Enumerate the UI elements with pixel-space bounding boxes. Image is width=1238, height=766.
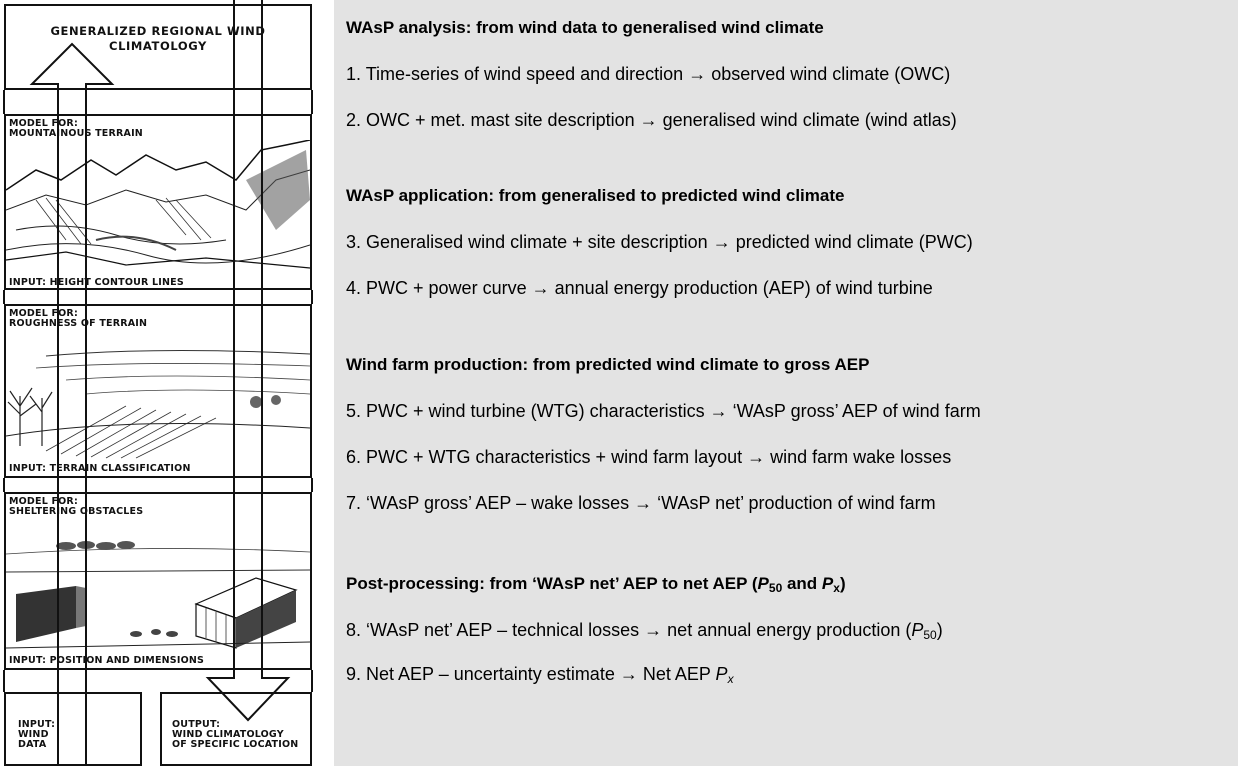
- section-heading-wind-farm: Wind farm production: from predicted win…: [346, 355, 870, 374]
- mountain-terrain-sketch: [6, 140, 310, 269]
- section-heading-post-processing: Post-processing: from ‘WAsP net’ AEP to …: [346, 574, 846, 595]
- obstacle-input-label: INPUT: POSITION AND DIMENSIONS: [9, 655, 205, 666]
- regional-climatology-title: GENERALIZED REGIONAL WIND CLIMATOLOGY: [50, 24, 266, 53]
- mountain-model-label: MODEL FOR: MOUNTAINOUS TERRAIN: [9, 118, 143, 139]
- mountain-input-label: INPUT: HEIGHT CONTOUR LINES: [9, 277, 184, 288]
- regional-climatology-box: [4, 4, 312, 90]
- roughness-model-label: MODEL FOR: ROUGHNESS OF TERRAIN: [9, 308, 148, 329]
- input-wind-data-label: INPUT: WIND DATA: [18, 719, 56, 750]
- roughness-input-label: INPUT: TERRAIN CLASSIFICATION: [9, 463, 191, 474]
- roughness-model-panel: [4, 304, 312, 478]
- step-3: 3. Generalised wind climate + site descr…: [346, 232, 973, 252]
- output-climatology-label: OUTPUT: WIND CLIMATOLOGY OF SPECIFIC LOC…: [172, 719, 299, 750]
- step-1: 1. Time-series of wind speed and directi…: [346, 64, 951, 84]
- section-heading-application: WAsP application: from generalised to pr…: [346, 186, 845, 205]
- step-8: 8. ‘WAsP net’ AEP – technical losses → n…: [346, 620, 943, 642]
- step-5: 5. PWC + wind turbine (WTG) characterist…: [346, 401, 981, 421]
- input-wind-data-box: [4, 692, 142, 766]
- flow-arrows: [3, 0, 313, 766]
- roughness-terrain-sketch: [6, 349, 310, 459]
- section-heading-analysis: WAsP analysis: from wind data to general…: [346, 18, 824, 37]
- step-9: 9. Net AEP – uncertainty estimate → Net …: [346, 664, 734, 686]
- step-2: 2. OWC + met. mast site description → ge…: [346, 110, 957, 130]
- obstacle-model-panel: [4, 492, 312, 670]
- workflow-panel: WAsP analysis: from wind data to general…: [334, 0, 1238, 766]
- step-6: 6. PWC + WTG characteristics + wind farm…: [346, 447, 952, 467]
- wasp-model-diagram: GENERALIZED REGIONAL WIND CLIMATOLOGY MO…: [0, 0, 318, 766]
- output-climatology-box: [160, 692, 312, 766]
- step-7: 7. ‘WAsP gross’ AEP – wake losses → ‘WAs…: [346, 493, 936, 513]
- obstacle-terrain-sketch: [6, 541, 310, 649]
- obstacle-model-label: MODEL FOR: SHELTERING OBSTACLES: [9, 496, 144, 517]
- step-4: 4. PWC + power curve → annual energy pro…: [346, 278, 933, 298]
